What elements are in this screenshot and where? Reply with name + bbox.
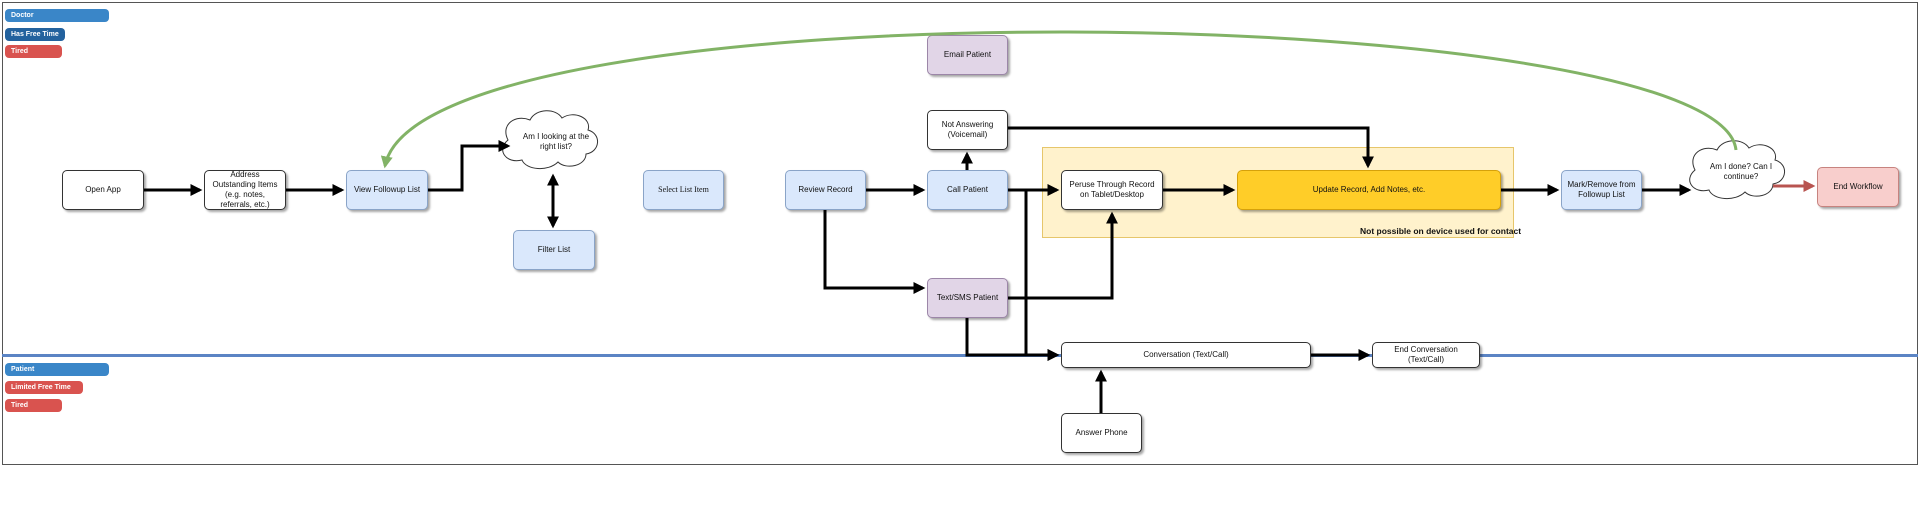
node-filter-list: Filter List: [513, 230, 595, 270]
restricted-zone-label: Not possible on device used for contact: [1360, 226, 1522, 236]
diagram-frame: [2, 2, 1918, 465]
tag-tired-patient: Tired: [5, 399, 62, 412]
node-call-patient: Call Patient: [927, 170, 1008, 210]
node-mark-remove: Mark/Remove from Followup List: [1561, 170, 1642, 210]
node-am-i-done: Am I done? Can I continue?: [1709, 162, 1773, 181]
edge-not-answering-to-update: [1008, 126, 1374, 169]
node-email-patient: Email Patient: [927, 35, 1008, 75]
edge-loop-back: [380, 30, 1738, 169]
edge-text-to-conversation: [965, 318, 1060, 361]
node-peruse-record: Peruse Through Record on Tablet/Desktop: [1061, 170, 1163, 210]
node-select-list-item: Select List Item: [643, 170, 724, 210]
node-end-workflow: End Workflow: [1817, 167, 1899, 207]
tag-limited-free-time: Limited Free Time: [5, 381, 83, 394]
tag-has-free-time: Has Free Time: [5, 28, 65, 41]
node-view-followup-list: View Followup List: [346, 170, 428, 210]
node-end-conversation: End Conversation (Text/Call): [1372, 342, 1480, 368]
node-open-app: Open App: [62, 170, 144, 210]
node-not-answering: Not Answering (Voicemail): [927, 110, 1008, 150]
node-conversation: Conversation (Text/Call): [1061, 342, 1311, 368]
edge-text-to-peruse: [1008, 211, 1118, 300]
edge-call-to-conversation: [1024, 190, 1060, 361]
lane-title-doctor: Doctor: [5, 9, 109, 22]
cloud-am-i-done: [1689, 140, 1785, 199]
node-right-list: Am I looking at the right list?: [522, 132, 590, 151]
edge-view-to-cloud: [428, 140, 511, 192]
node-answer-phone: Answer Phone: [1061, 413, 1142, 453]
cloud-right-list: [502, 110, 598, 169]
node-review-record: Review Record: [785, 170, 866, 210]
node-address-outstanding: Address Outstanding Items (e.g. notes, r…: [204, 170, 286, 210]
node-text-sms-patient: Text/SMS Patient: [927, 278, 1008, 318]
tag-tired-doctor: Tired: [5, 45, 62, 58]
lane-divider: [2, 354, 1918, 357]
edge-review-to-text: [823, 210, 926, 294]
lane-title-patient: Patient: [5, 363, 109, 376]
node-update-record: Update Record, Add Notes, etc.: [1237, 170, 1501, 210]
